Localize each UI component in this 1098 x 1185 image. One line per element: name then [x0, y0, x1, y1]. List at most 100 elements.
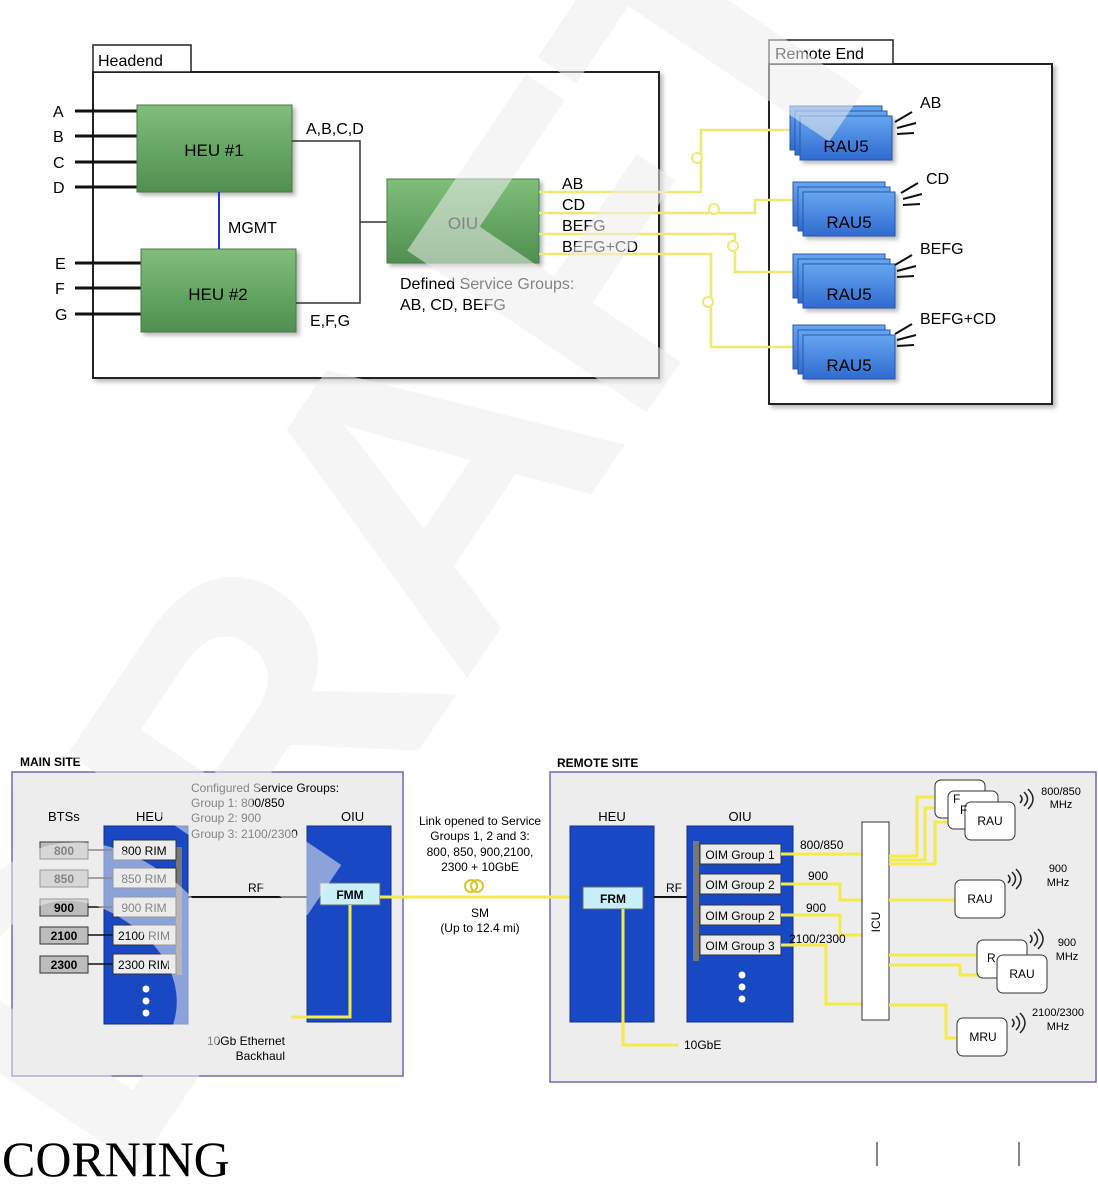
remote-heu-title: HEU [598, 809, 625, 824]
rim-2300: 2300 RIM [118, 958, 170, 972]
bts-850: 850 [54, 872, 74, 886]
rau5-stack-3: RAU5 [792, 253, 896, 309]
oim-freq-1: 800/850 [800, 838, 844, 852]
oim-icu-links [781, 852, 862, 1006]
rim-2100: 2100 RIM [118, 929, 170, 943]
band-label-1-b: MHz [1050, 799, 1073, 811]
remote-rf-label: RF [666, 881, 682, 895]
bts-900: 900 [54, 901, 74, 915]
rau-group-ab: AB [920, 95, 941, 112]
fiber-loop-icon [464, 879, 478, 893]
bts-2300: 2300 [51, 958, 78, 972]
remote-heu-column [569, 825, 655, 1023]
oim-group-3: OIM Group 3 [705, 939, 775, 953]
band-label-2-a: 900 [1049, 863, 1067, 875]
antenna-icon [894, 111, 923, 347]
heu-title: HEU [136, 809, 163, 824]
bts-title: BTSs [48, 809, 80, 824]
band-label-2-b: MHz [1047, 877, 1070, 889]
configured-group-2: Group 2: 900 [191, 811, 261, 825]
configured-group-1: Group 1: 800/850 [191, 796, 285, 810]
backhaul-line1: 10Gb Ethernet [207, 1034, 286, 1048]
rau-units [934, 779, 1048, 1057]
link-text-3: 800, 850, 900,2100, [427, 845, 534, 859]
oim-group-1: OIM Group 1 [705, 848, 775, 862]
sm-range: (Up to 12.4 mi) [440, 921, 519, 935]
oiu-title: OIU [341, 809, 364, 824]
rau5-label: RAU5 [826, 356, 871, 375]
bts-rim-rows [39, 839, 177, 975]
heu2-box [140, 248, 297, 333]
link-text-1: Link opened to Service [419, 814, 541, 828]
rau-label-2: RAU [967, 892, 992, 906]
rim-800: 800 RIM [121, 844, 166, 858]
bts-800: 800 [54, 844, 74, 858]
fiber-loops [691, 152, 739, 308]
rim-900: 900 RIM [121, 901, 166, 915]
oiu-port-befg-cd: BEFG+CD [562, 239, 638, 256]
rau-group-cd: CD [926, 171, 949, 188]
rau-partial-3: R [987, 951, 996, 965]
oim-freq-4: 2100/2300 [789, 932, 846, 946]
more-dots-icon [738, 971, 746, 1003]
headend-label: Headend [98, 53, 163, 70]
rau5-label: RAU5 [823, 137, 868, 156]
icu-box [861, 821, 890, 1021]
bts-2100: 2100 [51, 929, 78, 943]
diagram-1: Headend Remote End A B C D E F G HEU #1 … [53, 39, 1053, 405]
oiu-port-cd: CD [562, 197, 585, 214]
input-label-f: F [55, 281, 65, 298]
remote-end-label: Remote End [775, 46, 864, 63]
fmm-label: FMM [336, 888, 363, 902]
input-label-a: A [53, 104, 64, 121]
backhaul-line [291, 905, 352, 1019]
diagram-2: MAIN SITE REMOTE SITE Configured Service… [11, 755, 1097, 1083]
sm-label: SM [471, 906, 489, 920]
rau-label-3: RAU [1009, 967, 1034, 981]
rf-label: RF [248, 881, 264, 895]
oim-group-2a: OIM Group 2 [705, 878, 775, 892]
rau-group-befg-cd: BEFG+CD [920, 311, 996, 328]
remote-oiu-title: OIU [728, 809, 751, 824]
band-label-4-b: MHz [1047, 1021, 1070, 1033]
gbe-label: 10GbE [684, 1038, 721, 1052]
headend-tab [92, 44, 192, 73]
heu1-output-label: A,B,C,D [306, 121, 364, 138]
oiu-port-ab: AB [562, 176, 583, 193]
more-dots-icon [142, 985, 150, 1017]
input-label-b: B [53, 129, 64, 146]
oiu-box [386, 178, 540, 264]
rau-group-befg: BEFG [920, 241, 964, 258]
rau-partial-2: F [960, 803, 967, 817]
oiu-port-befg: BEFG [562, 218, 606, 235]
mru-label: MRU [969, 1030, 996, 1044]
rau5-stack-2: RAU5 [792, 181, 896, 237]
link-text-2: Groups 1, 2 and 3: [430, 829, 529, 843]
rau-label-1: RAU [977, 814, 1002, 828]
heu2-label: HEU #2 [188, 285, 248, 304]
remote-end-tab [768, 39, 894, 65]
signal-icon [1007, 788, 1044, 1034]
gbe-line [621, 909, 678, 1047]
fiber-loop-icon [470, 879, 484, 893]
heu1-label: HEU #1 [184, 141, 244, 160]
link-text-4: 2300 + 10GbE [441, 860, 519, 874]
rau5-stack-4: RAU5 [792, 324, 896, 380]
band-label-4-a: 2100/2300 [1032, 1007, 1084, 1019]
rau-partial-1: F [953, 792, 960, 806]
oim-group-2b: OIM Group 2 [705, 909, 775, 923]
defined-groups-line2: AB, CD, BEFG [400, 297, 506, 314]
input-label-d: D [53, 180, 65, 197]
frm-box [582, 886, 644, 910]
oim-freq-3: 900 [806, 901, 826, 915]
oim-freq-2: 900 [808, 869, 828, 883]
configured-group-3: Group 3: 2100/2300 [191, 827, 298, 841]
main-site-label: MAIN SITE [20, 755, 81, 769]
remote-site-label: REMOTE SITE [557, 756, 638, 770]
oiu-label: OIU [448, 214, 478, 233]
input-label-e: E [55, 256, 66, 273]
oim-boxes [699, 843, 782, 956]
input-lines [75, 109, 141, 316]
